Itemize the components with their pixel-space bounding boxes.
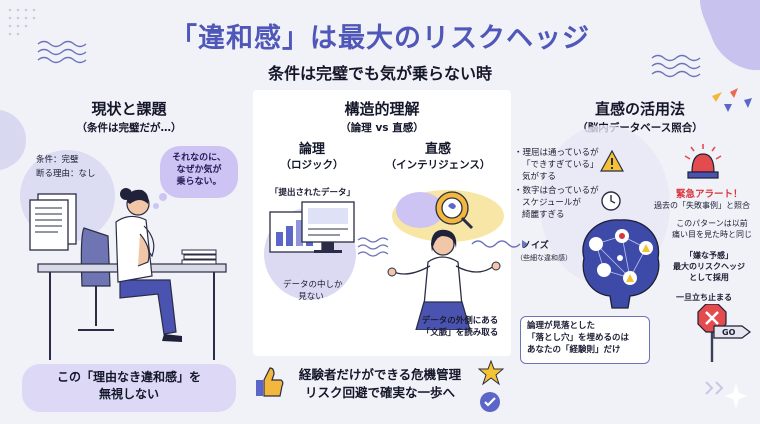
pattern-label: このパターンは以前 痛い目を見た時と同じ — [672, 218, 752, 240]
right-section-subtitle: （脳内データベース照合） — [577, 122, 703, 134]
center-bottom-text: 経験者だけができる危機管理 リスク回避で確実な一歩へ — [266, 366, 494, 414]
check-2-line-3: 綺麗すぎる — [522, 209, 565, 220]
left-section-subtitle: （条件は完璧だが…） — [76, 122, 182, 134]
logic-monitor-illustration — [264, 201, 356, 300]
noise-label: ノイズ — [522, 241, 549, 251]
thought-bubble: それなのに、 なぜか気が 乗らない。 — [160, 146, 238, 198]
pattern-line-2: 痛い目を見た時と同じ — [672, 230, 752, 240]
alert-detail: 過去の「失敗事例」と照合 — [654, 201, 750, 210]
logic-subtitle: （ロジック） — [280, 159, 344, 171]
context-line-1: データの外側にある — [421, 316, 499, 326]
data-label: 「提出されたデータ」 — [270, 188, 356, 198]
go-sign-label: GO — [722, 328, 736, 337]
check-1-line-3: 気がする — [522, 171, 557, 182]
check-1-line-2: 「できすぎている」 — [522, 159, 599, 170]
chevrons — [705, 381, 724, 395]
alarm-siren-icon — [684, 144, 722, 179]
wave-lines-left — [37, 40, 87, 64]
center-section-title: 構造的理解 — [344, 100, 420, 118]
intuition-title: 直感 — [424, 142, 451, 157]
stop-label: 一旦立ち止まる — [676, 293, 732, 302]
warning-triangle-icon — [600, 150, 624, 172]
condition-perfect-label: 条件：完璧 — [36, 155, 79, 165]
center-section-subtitle: （論理 vs 直感） — [340, 122, 424, 134]
sense-wave-lines — [357, 237, 389, 257]
noise-wave-arrow — [471, 240, 528, 248]
thought-line-2: なぜか気が — [176, 165, 222, 176]
check-1-label: ・理屈は通っているが 「できすぎている」 気がする — [514, 148, 599, 184]
pattern-line-1: このパターンは以前 — [676, 219, 748, 228]
wave-lines-right — [651, 54, 701, 78]
check-2-line-2: スケジュールが — [522, 197, 581, 208]
page-title: 「違和感」は最大のリスクヘッジ — [170, 23, 590, 54]
omen-label: 「嫌な予感」 最大のリスクヘッジ として採用 — [666, 250, 752, 284]
star-icon — [478, 360, 504, 386]
document-stack-icon — [29, 193, 77, 251]
brain-network-illustration — [582, 219, 660, 309]
check-2-label: ・数字は合っているが スケジュールが 綺麗すぎる — [514, 186, 599, 222]
gap-line-2: 「落とし穴」を埋めるのは — [527, 332, 630, 343]
center-bottom-line-1: 経験者だけができる危機管理 — [298, 367, 462, 382]
check-1-line-1: ・理屈は通っているが — [514, 148, 599, 158]
person-at-desk-illustration — [37, 188, 227, 360]
thought-line-1: それなのに、 — [172, 153, 226, 163]
alert-title: 緊急アラート！ — [676, 189, 743, 200]
thought-dots — [153, 193, 167, 209]
gap-line-3: あなたの「経験則」だけ — [527, 344, 621, 355]
data-only-line-1: データの中しか — [283, 280, 343, 290]
left-bottom-line-2: 無視しない — [98, 387, 159, 402]
data-only-line-2: 見ない — [298, 291, 324, 302]
left-bottom-box: この「理由なき違和感」を 無視しない — [22, 364, 236, 412]
clock-icon — [601, 191, 621, 211]
gap-line-1: 論理が見落とした — [527, 321, 596, 331]
dots-pattern — [8, 8, 36, 36]
gap-box: 論理が見落とした 「落とし穴」を埋めるのは あなたの「経験則」だけ — [520, 316, 650, 364]
page-subtitle: 条件は完璧でも気が乗らない時 — [267, 64, 492, 83]
woman-open-arms-illustration — [387, 229, 501, 330]
left-bottom-line-1: この「理由なき違和感」を — [56, 370, 201, 384]
thought-line-3: 乗らない。 — [176, 177, 222, 188]
no-reason-label: 断る理由：なし — [36, 169, 96, 179]
intuition-cloud-illustration — [392, 190, 504, 242]
left-section-title: 現状と課題 — [91, 100, 167, 118]
data-only-label: データの中しか 見ない — [283, 280, 343, 304]
omen-line-1: 「嫌な予感」 — [685, 251, 733, 260]
center-bottom-line-2: リスク回避で確実な一歩へ — [304, 385, 455, 401]
right-section-title: 直感の活用法 — [594, 100, 685, 118]
omen-line-2: 最大のリスクヘッジ — [673, 262, 745, 272]
thumbs-up-icon — [256, 367, 284, 397]
context-label: データの外側にある 「文脈」を読み取る — [412, 316, 508, 340]
check-circle-icon — [480, 392, 500, 412]
logic-title: 論理 — [298, 142, 325, 157]
stop-go-sign-icon — [697, 304, 751, 362]
intuition-subtitle: （インテリジェンス） — [385, 159, 491, 171]
check-2-line-1: ・数字は合っているが — [514, 186, 599, 196]
omen-line-3: として採用 — [689, 273, 729, 283]
context-line-2: 「文脈」を読み取る — [421, 327, 499, 338]
noise-subtitle: （些細な違和感） — [516, 254, 572, 262]
